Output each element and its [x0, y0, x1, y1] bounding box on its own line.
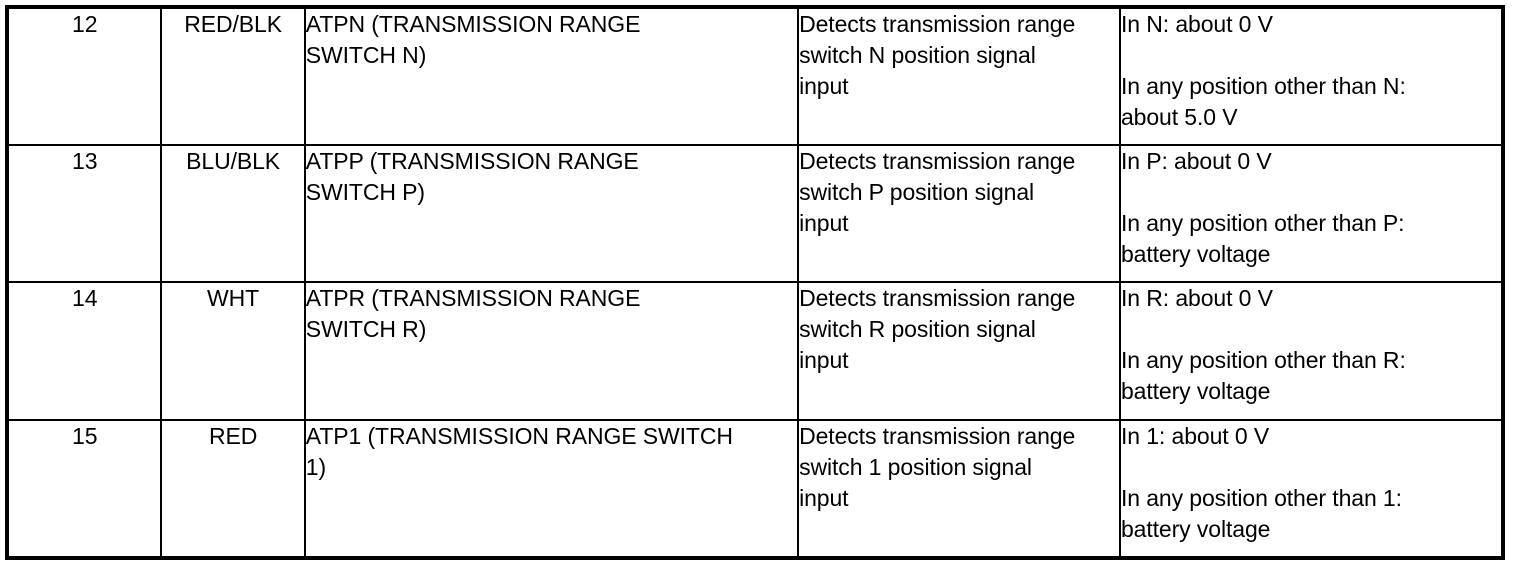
measurement-primary-value: In N: about 0 V [1120, 11, 1273, 37]
description-value: Detects transmission range switch 1 posi… [799, 422, 1076, 511]
table-row: 14 WHT ATPR (TRANSMISSION RANGE SWITCH R… [7, 281, 1503, 420]
measurement-cell: In P: about 0 V In any position other th… [1119, 144, 1503, 283]
description-cell: Detects transmission range switch P posi… [798, 144, 1121, 283]
description-cell: Detects transmission range switch R posi… [798, 281, 1121, 420]
terminal-number-value: 12 [72, 11, 98, 37]
wire-color-value: RED/BLK [184, 11, 282, 37]
description-cell: Detects transmission range switch N posi… [798, 7, 1121, 146]
description-value: Detects transmission range switch R posi… [799, 285, 1076, 374]
wire-color-cell: RED/BLK [161, 7, 306, 146]
wire-color-cell: WHT [161, 281, 306, 420]
terminal-number-value: 15 [72, 422, 98, 449]
signal-name-cell: ATPN (TRANSMISSION RANGE SWITCH N) [304, 7, 800, 146]
measurement-primary-value: In R: about 0 V [1120, 285, 1273, 312]
measurement-secondary-value: In any position other than R: battery vo… [1120, 347, 1406, 405]
signal-name-value: ATPN (TRANSMISSION RANGE SWITCH N) [305, 11, 641, 68]
table-body: 12 RED/BLK ATPN (TRANSMISSION RANGE SWIT… [7, 7, 1503, 558]
terminal-number-value: 13 [72, 148, 98, 175]
terminal-number-cell: 14 [7, 281, 163, 420]
terminal-number-cell: 15 [7, 418, 163, 558]
signal-name-value: ATP1 (TRANSMISSION RANGE SWITCH 1) [305, 422, 733, 480]
wire-color-value: RED [208, 422, 258, 449]
table-row: 13 BLU/BLK ATPP (TRANSMISSION RANGE SWIT… [7, 144, 1503, 283]
measurement-primary-value: In P: about 0 V [1120, 148, 1272, 175]
measurement-cell: In N: about 0 V In any position other th… [1119, 7, 1503, 146]
measurement-cell: In R: about 0 V In any position other th… [1119, 281, 1503, 420]
signal-name-value: ATPP (TRANSMISSION RANGE SWITCH P) [305, 148, 639, 206]
measurement-primary-value: In 1: about 0 V [1120, 422, 1270, 449]
signal-name-cell: ATPP (TRANSMISSION RANGE SWITCH P) [304, 144, 800, 283]
measurement-secondary-value: In any position other than 1: battery vo… [1120, 484, 1402, 542]
signal-name-value: ATPR (TRANSMISSION RANGE SWITCH R) [305, 285, 641, 343]
table-row: 15 RED ATP1 (TRANSMISSION RANGE SWITCH 1… [7, 418, 1503, 558]
measurement-secondary-value: In any position other than P: battery vo… [1120, 210, 1405, 268]
measurement-secondary-value: In any position other than N: about 5.0 … [1120, 73, 1406, 130]
description-cell: Detects transmission range switch 1 posi… [798, 418, 1121, 558]
description-value: Detects transmission range switch P posi… [799, 148, 1076, 237]
signal-name-cell: ATP1 (TRANSMISSION RANGE SWITCH 1) [304, 418, 800, 558]
wire-color-cell: RED [161, 418, 306, 558]
table-row: 12 RED/BLK ATPN (TRANSMISSION RANGE SWIT… [7, 7, 1503, 146]
measurement-cell: In 1: about 0 V In any position other th… [1119, 418, 1503, 558]
wire-color-value: WHT [207, 285, 260, 312]
terminal-number-cell: 12 [7, 7, 163, 146]
terminal-reference-table: 12 RED/BLK ATPN (TRANSMISSION RANGE SWIT… [5, 5, 1505, 560]
wire-color-value: BLU/BLK [186, 148, 281, 175]
terminal-number-cell: 13 [7, 144, 163, 283]
description-value: Detects transmission range switch N posi… [799, 11, 1076, 99]
signal-name-cell: ATPR (TRANSMISSION RANGE SWITCH R) [304, 281, 800, 420]
wire-color-cell: BLU/BLK [161, 144, 306, 283]
terminal-number-value: 14 [72, 285, 98, 312]
